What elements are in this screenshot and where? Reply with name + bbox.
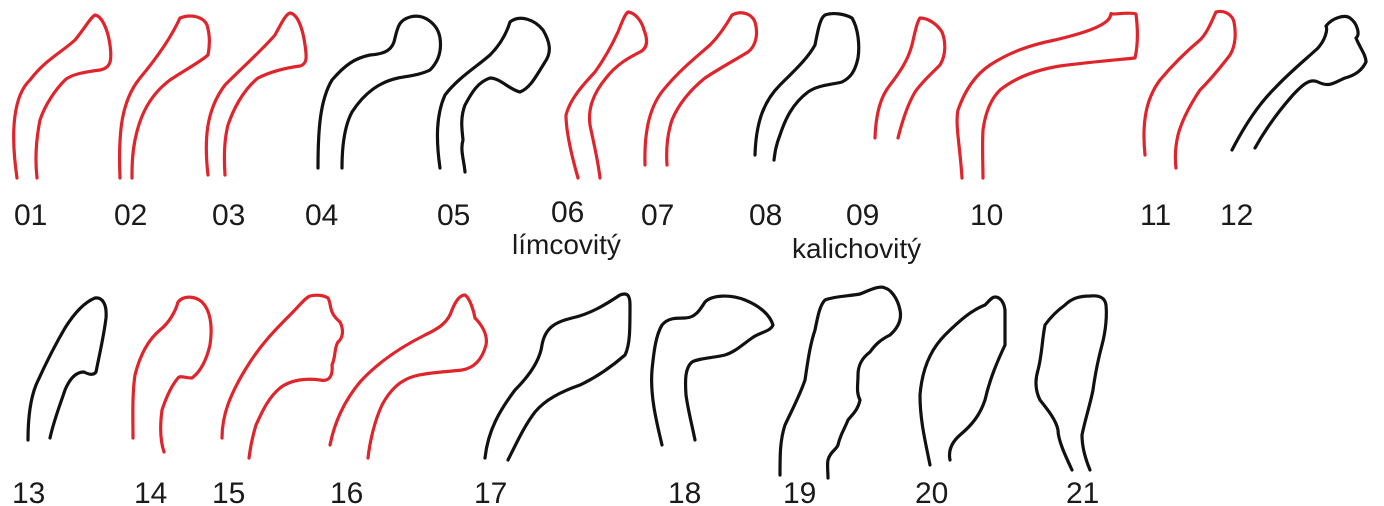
label-14: 14 [134, 477, 167, 506]
label-17: 17 [474, 477, 507, 506]
profile-13 [28, 298, 106, 440]
label-03: 03 [212, 199, 245, 232]
profile-05 [437, 18, 549, 172]
label-20: 20 [915, 477, 948, 506]
label-18: 18 [668, 477, 701, 506]
term-limcovity: límcovitý [512, 229, 621, 260]
profile-14 [133, 297, 211, 452]
label-02: 02 [114, 199, 147, 232]
profile-08 [755, 14, 859, 160]
profile-16 [330, 295, 486, 458]
label-16: 16 [330, 477, 363, 506]
term-kalichovity: kalichovitý [792, 233, 921, 264]
label-13: 13 [12, 477, 45, 506]
label-15: 15 [212, 477, 245, 506]
label-12: 12 [1220, 199, 1253, 232]
profile-17 [485, 294, 630, 460]
label-09: 09 [846, 199, 879, 232]
label-07: 07 [641, 199, 674, 232]
profile-11 [1144, 11, 1235, 168]
profile-03 [206, 13, 306, 175]
label-10: 10 [970, 199, 1003, 232]
profile-21 [1036, 296, 1106, 470]
profile-18 [652, 296, 773, 445]
profile-09 [875, 18, 945, 138]
profile-19 [780, 287, 901, 478]
label-06: 06 [551, 196, 584, 229]
profile-12 [1232, 16, 1366, 150]
profile-15 [222, 295, 342, 458]
label-08: 08 [749, 199, 782, 232]
label-04: 04 [305, 199, 338, 232]
profile-20 [920, 297, 1005, 465]
label-01: 01 [14, 199, 47, 232]
label-19: 19 [783, 477, 816, 506]
profile-01 [14, 15, 111, 178]
label-21: 21 [1066, 477, 1099, 506]
profile-04 [318, 16, 441, 168]
label-05: 05 [437, 199, 470, 232]
profile-07 [645, 13, 757, 165]
profile-06 [566, 12, 647, 178]
label-11: 11 [1140, 199, 1171, 232]
profile-10 [957, 13, 1137, 178]
profile-02 [120, 16, 210, 178]
